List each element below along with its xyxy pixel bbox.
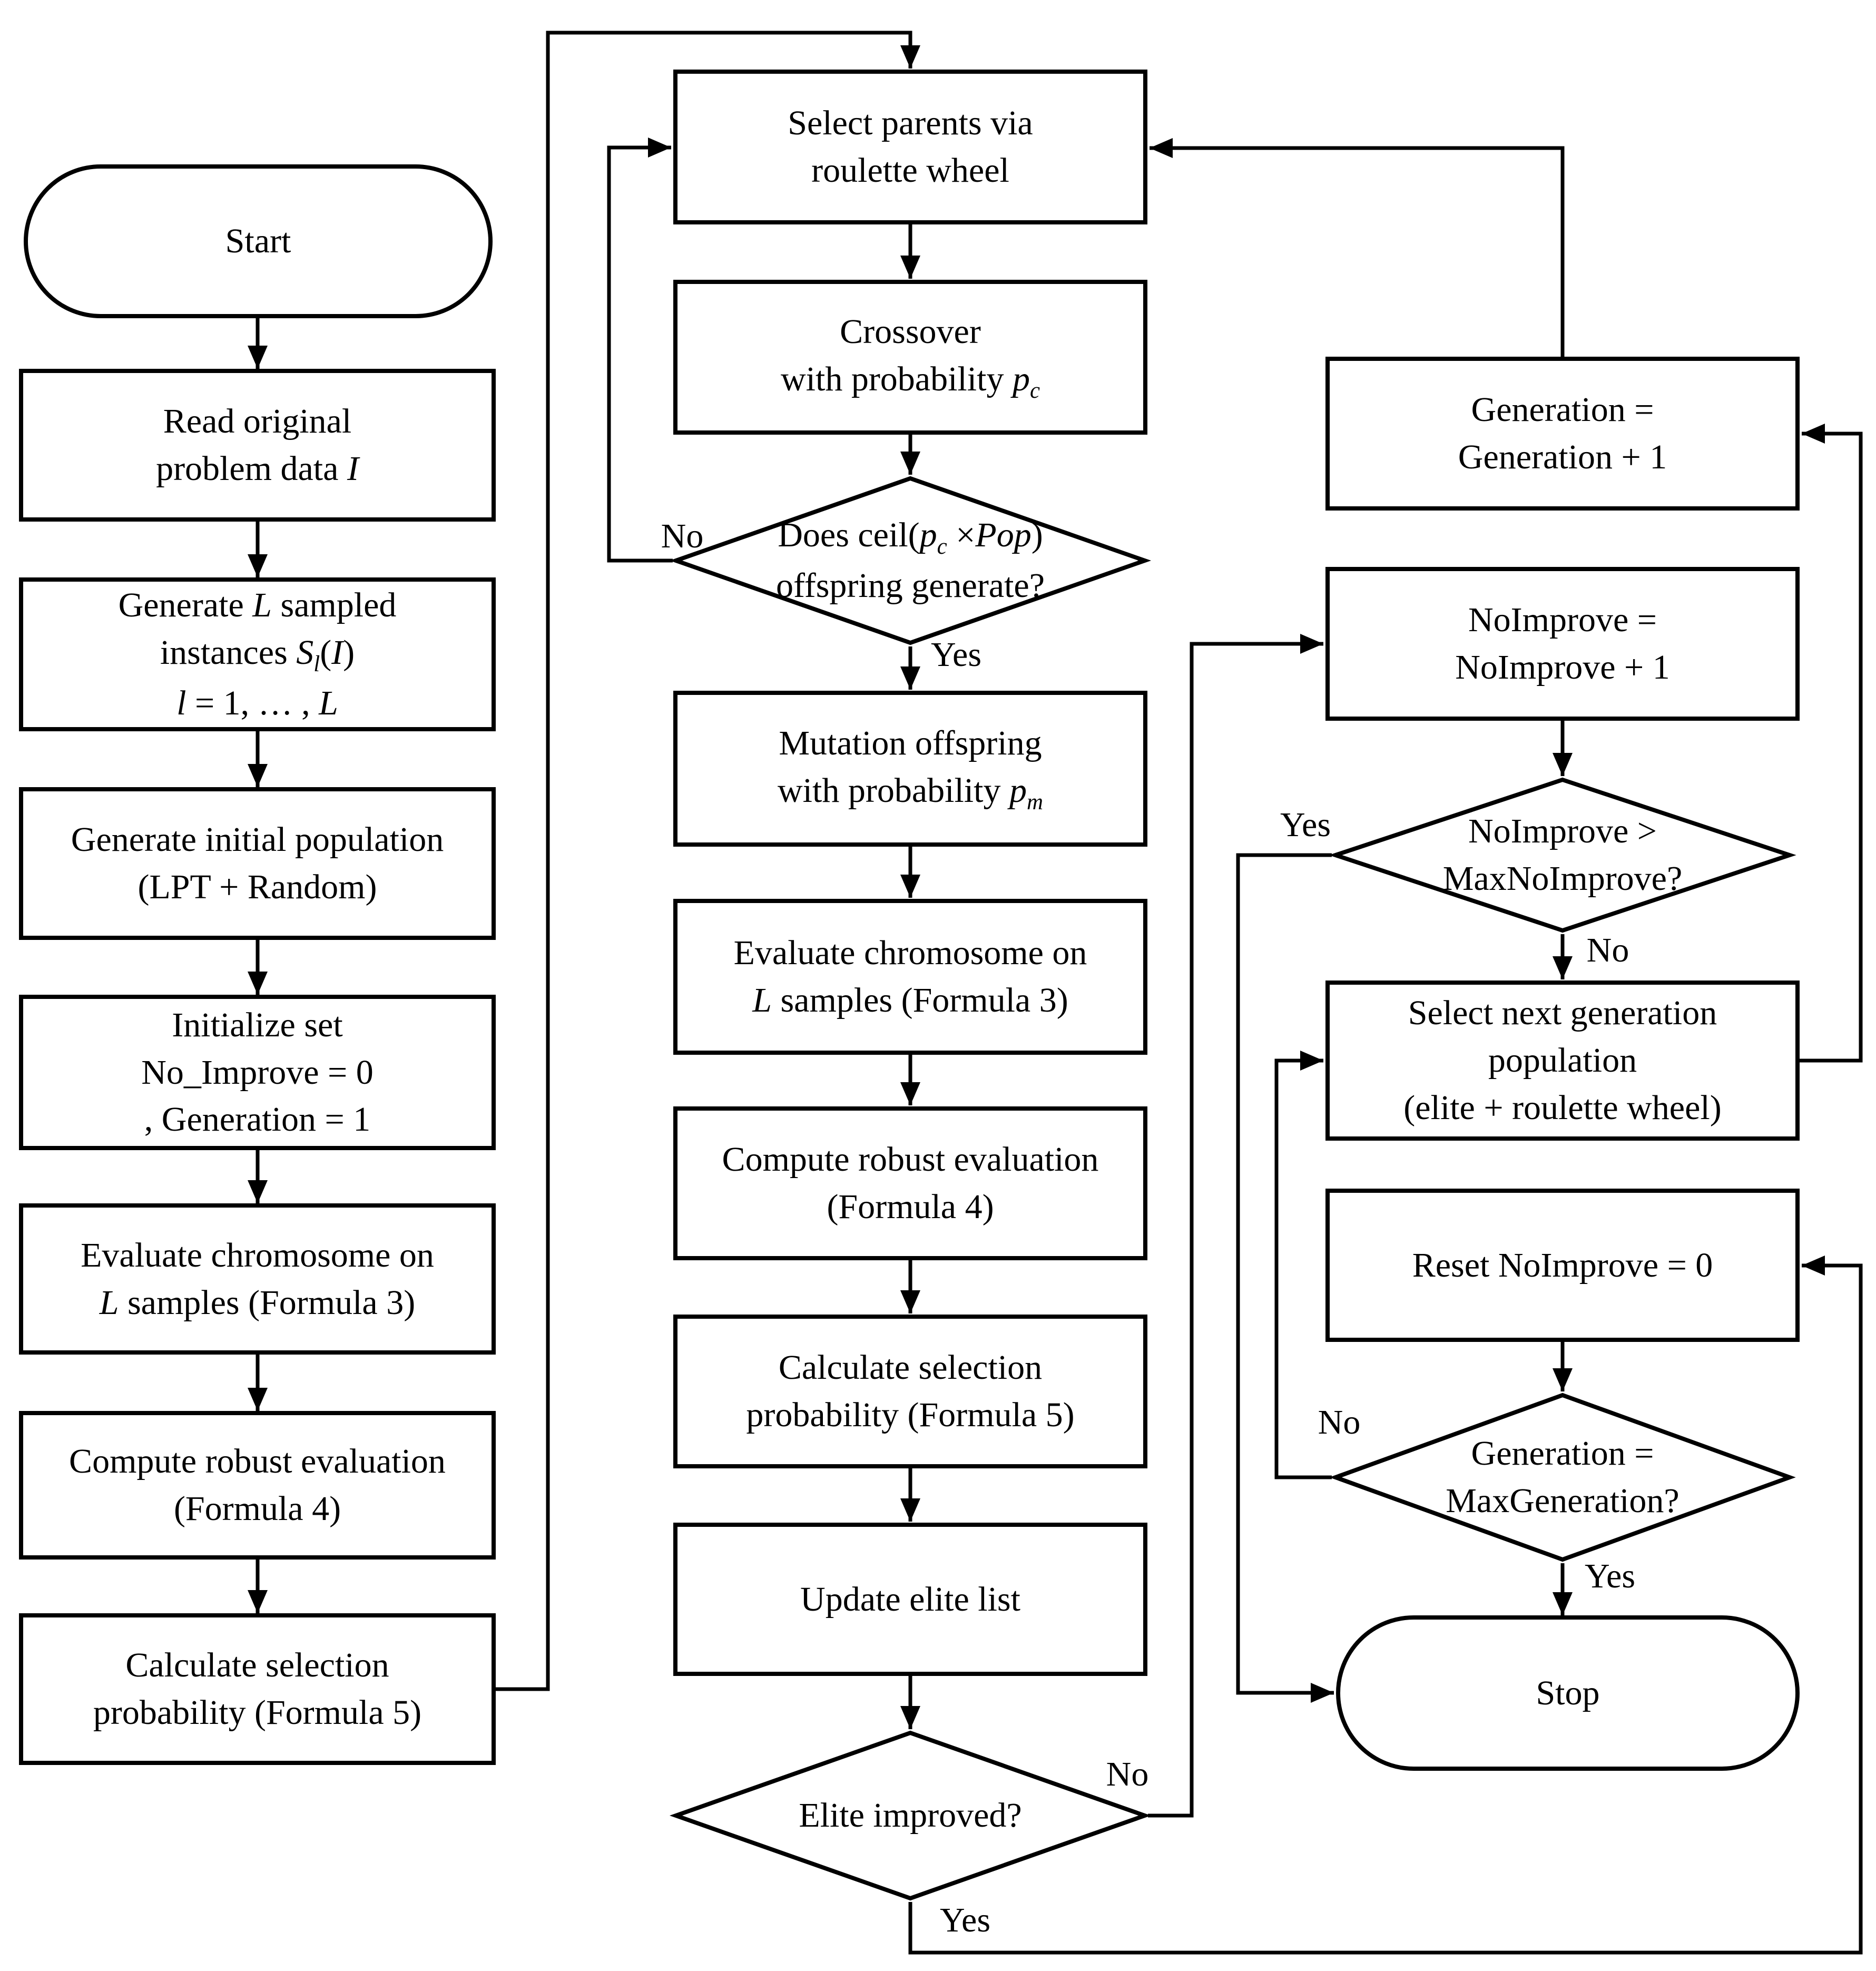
- offspring-check-label: Does ceil(pc ×Pop)offspring generate?: [775, 515, 1045, 605]
- stop-label: Stop: [1536, 1673, 1600, 1712]
- node-update-elite-list: Update elite list: [673, 1523, 1147, 1676]
- noimprove-check-diamond-shape: [1329, 777, 1796, 933]
- edge-selectnext-to-generation: [1800, 424, 1863, 1063]
- edge-calc-to-selectparents-loop: [496, 31, 920, 1691]
- noimprove-check-label: NoImprove >MaxNoImprove?: [1442, 812, 1683, 898]
- generation-increment-label: Generation =Generation + 1: [1458, 390, 1667, 476]
- noimprove-increment-label: NoImprove =NoImprove + 1: [1455, 601, 1670, 687]
- node-offspring-check: Does ceil(pc ×Pop)offspring generate?: [669, 476, 1152, 645]
- elite-check-label: Elite improved?: [799, 1796, 1022, 1835]
- compute-robust-mid-label: Compute robust evaluation(Formula 4): [722, 1140, 1099, 1226]
- node-noimprove-increment: NoImprove =NoImprove + 1: [1325, 567, 1800, 721]
- node-noimprove-check: NoImprove >MaxNoImprove?: [1329, 777, 1796, 933]
- node-generation-increment: Generation =Generation + 1: [1325, 357, 1800, 511]
- edge-label-generation-yes: Yes: [1584, 1557, 1636, 1595]
- node-reset-noimprove: Reset NoImprove = 0: [1325, 1189, 1800, 1342]
- edge-noimprovecheck-yes-to-stop: [1236, 853, 1334, 1703]
- edge-label-offspring-yes: Yes: [930, 635, 982, 674]
- elite-check-diamond-shape: [669, 1730, 1152, 1901]
- offspring-check-diamond-shape: [669, 476, 1152, 645]
- edge-label-noimprove-no: No: [1586, 931, 1629, 969]
- edge-offspringcheck-no-loop: [607, 138, 673, 563]
- edge-elitecheck-no-to-noimprove: [1148, 634, 1323, 1818]
- generation-check-label: Generation =MaxGeneration?: [1446, 1434, 1679, 1520]
- update-elite-list-label: Update elite list: [800, 1580, 1020, 1619]
- generate-initial-population-label: Generate initial population(LPT + Random…: [71, 820, 444, 906]
- node-stop: Stop: [1336, 1615, 1800, 1771]
- edge-elitecheck-yes-to-reset: [908, 1256, 1863, 1955]
- node-compute-robust-left: Compute robust evaluation(Formula 4): [19, 1411, 496, 1560]
- node-start: Start: [24, 164, 493, 318]
- edge-label-offspring-no: No: [661, 517, 704, 555]
- edge-label-elite-yes: Yes: [939, 1901, 991, 1939]
- node-compute-robust-mid: Compute robust evaluation(Formula 4): [673, 1106, 1147, 1260]
- node-elite-check: Elite improved?: [669, 1730, 1152, 1901]
- edge-label-generation-no: No: [1318, 1403, 1361, 1442]
- edge-generationcheck-no-to-selectnext: [1274, 1051, 1332, 1479]
- reset-noimprove-label: Reset NoImprove = 0: [1412, 1246, 1713, 1284]
- start-label: Start: [225, 222, 291, 261]
- compute-robust-left-label: Compute robust evaluation(Formula 4): [69, 1442, 446, 1528]
- edge-label-noimprove-yes: Yes: [1280, 806, 1331, 844]
- edge-label-elite-no: No: [1106, 1755, 1149, 1793]
- generation-check-diamond-shape: [1329, 1393, 1796, 1562]
- node-generate-initial-population: Generate initial population(LPT + Random…: [19, 787, 496, 940]
- node-generation-check: Generation =MaxGeneration?: [1329, 1393, 1796, 1562]
- edge-generation-to-selectparents: [1150, 138, 1565, 357]
